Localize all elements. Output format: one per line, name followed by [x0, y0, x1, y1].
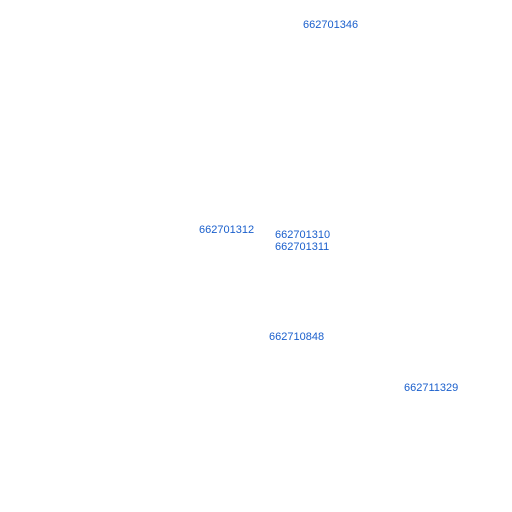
- parcel-label[interactable]: 662701312: [199, 224, 255, 236]
- parcel-label[interactable]: 662701311: [275, 241, 330, 253]
- parcel-label[interactable]: 662710848: [269, 331, 325, 343]
- parcel-label[interactable]: 662701346: [303, 19, 359, 31]
- parcel-label[interactable]: 662701310: [275, 229, 331, 241]
- parcel-label[interactable]: 662711329: [404, 382, 459, 394]
